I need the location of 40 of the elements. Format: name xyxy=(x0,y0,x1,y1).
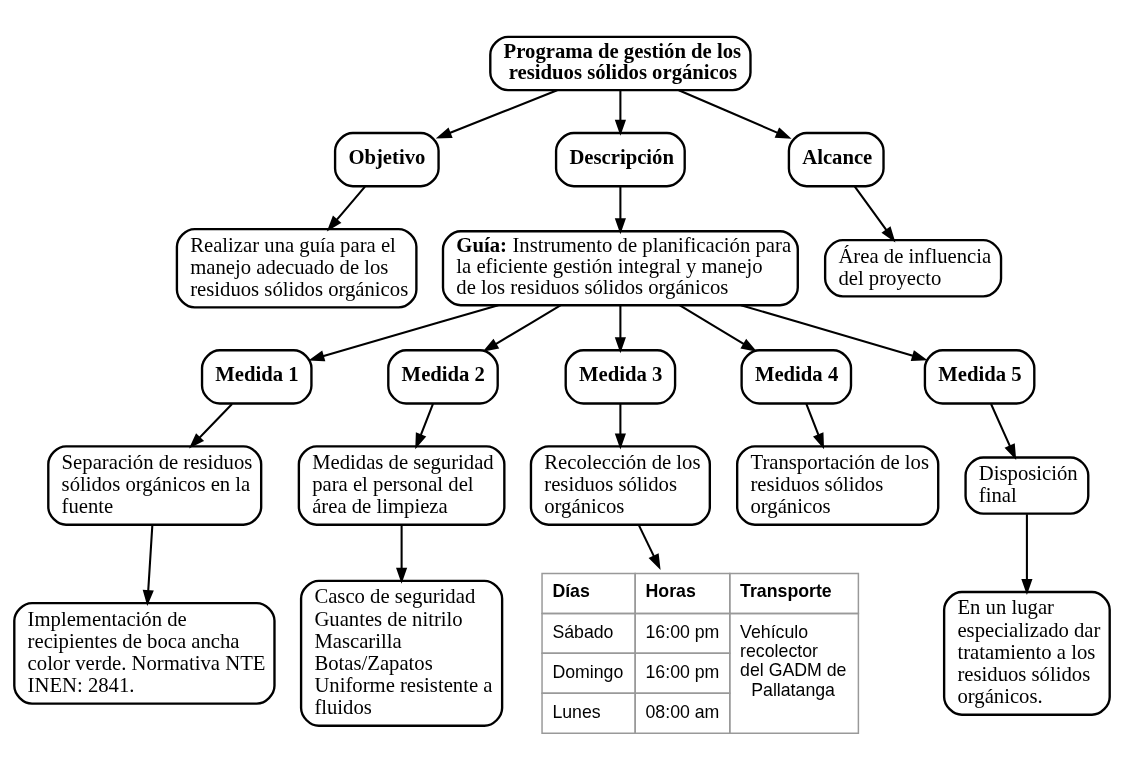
node-box: Recolección de los residuos sólidos orgánicos xyxy=(529,445,711,526)
node-box: Casco de seguridad Guantes de nitrilo Mascarilla Botas/Zapatos Uniforme resistente a fluidos xyxy=(299,579,504,727)
arrow xyxy=(142,524,154,607)
arrow xyxy=(614,305,626,354)
node-box: Disposición final xyxy=(964,456,1090,515)
arrow xyxy=(990,403,1017,461)
node-box: Separación de residuos sólidos orgánicos en la fuente xyxy=(47,445,263,526)
arrow xyxy=(396,524,408,584)
arrow xyxy=(614,404,626,450)
arrow xyxy=(854,186,896,243)
node-box: Área de influencia del proyecto xyxy=(823,239,1003,298)
arrow xyxy=(678,304,758,352)
node-box: Medida 2 xyxy=(387,349,499,405)
node-box: Descripción xyxy=(554,131,686,188)
arrow xyxy=(482,304,562,352)
node-box: Implementación de recipientes de boca ancha color verde. Normativa NTE INEN: 2841. xyxy=(13,601,276,705)
node-box: Alcance xyxy=(787,131,885,188)
node-box: Medida 4 xyxy=(740,349,853,405)
node-box: Guía: Instrumento de planificación para la eficiente gestión integral y manejo de los residuos sólidos orgánicos xyxy=(441,230,799,307)
arrow xyxy=(189,403,233,449)
node-box: En un lugar especializado dar tratamiento a los residuos sólidos orgánicos. xyxy=(942,590,1111,716)
arrow xyxy=(637,524,661,571)
arrow xyxy=(614,186,626,235)
node-box: Medida 1 xyxy=(200,349,313,405)
arrow xyxy=(326,186,366,232)
node-box: Objetivo xyxy=(333,131,440,188)
arrow xyxy=(415,403,434,450)
node-box: Medida 5 xyxy=(923,349,1036,405)
arrow xyxy=(435,89,558,139)
arrow xyxy=(1021,514,1033,595)
node-box: Medidas de seguridad para el personal del área de limpieza xyxy=(297,445,506,526)
node-box: Programa de gestión de los residuos sólidos orgánicos xyxy=(489,35,752,92)
node-box: Transportación de los residuos sólidos orgánicos xyxy=(736,445,940,526)
arrow xyxy=(740,304,928,361)
node-box: Medida 3 xyxy=(564,349,677,405)
arrow xyxy=(308,304,499,362)
node-box: Realizar una guía para el manejo adecuado de los residuos sólidos orgánicos xyxy=(175,227,418,309)
arrow xyxy=(805,403,825,450)
arrow xyxy=(614,90,626,136)
arrow xyxy=(678,89,792,139)
